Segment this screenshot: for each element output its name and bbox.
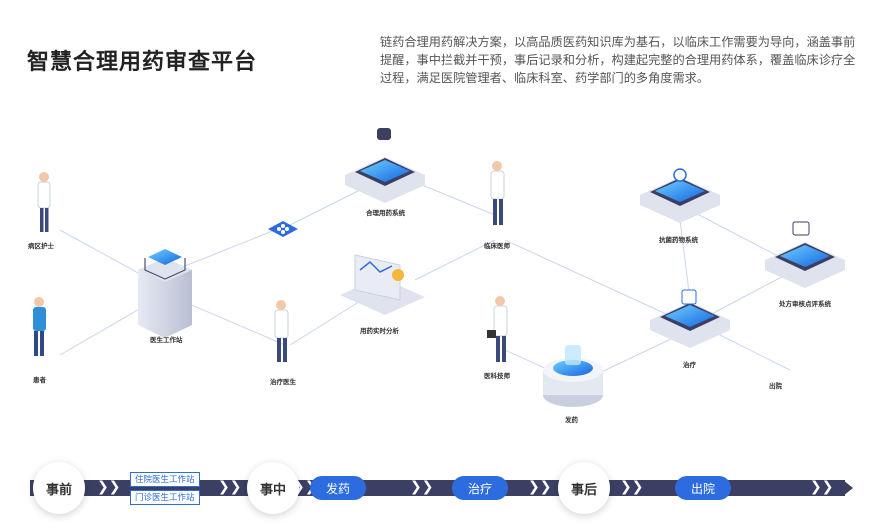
dispense-device <box>543 345 603 407</box>
chevron-icon: ❯❯ <box>810 478 834 494</box>
timeline-arrow <box>843 480 853 496</box>
workflow-diagram: 病区护士 患者 医生工作站 治疗医生 合理用药系统 <box>28 128 845 424</box>
patient-figure <box>33 297 46 356</box>
chevron-icon: ❯❯ <box>620 478 644 494</box>
rational-drug-system-device <box>345 128 425 203</box>
doctor-station-building <box>138 249 192 338</box>
label-medical-technician: 医科技师 <box>484 371 511 380</box>
treating-doctor-figure <box>274 300 289 362</box>
outpatient-station-tag[interactable]: 门诊医生工作站 <box>130 490 200 505</box>
hub-icon <box>268 221 298 237</box>
inpatient-station-tag[interactable]: 住院医生工作站 <box>130 472 200 487</box>
label-discharge: 出院 <box>769 381 783 390</box>
prescription-review-device <box>765 221 845 288</box>
label-antibiotic-system: 抗菌药物系统 <box>659 235 699 244</box>
label-rational-drug-system: 合理用药系统 <box>365 208 406 217</box>
treatment-device <box>650 289 730 348</box>
label-ward-nurse: 病区护士 <box>28 241 55 250</box>
stage-after: 事后 <box>558 462 610 514</box>
timeline-bar <box>30 480 845 496</box>
chevron-icon: ❯❯ <box>528 478 552 494</box>
label-treating-doctor: 治疗医生 <box>270 377 297 386</box>
process-timeline: ❯❯ ❯❯ ❯❯ ❯❯ ❯❯ ❯❯ ❯❯ 事前 住院医生工作站 门诊医生工作站 … <box>0 456 881 524</box>
page-title: 智慧合理用药审查平台 <box>27 49 258 74</box>
realtime-analysis-device <box>340 254 425 315</box>
label-patient: 患者 <box>33 375 47 384</box>
antibiotic-system-device <box>640 168 720 223</box>
label-prescription-review: 处方审核点评系统 <box>778 299 832 308</box>
step-discharge[interactable]: 出院 <box>675 476 731 500</box>
chevron-icon: ❯❯ <box>97 478 121 494</box>
label-realtime-analysis: 用药实时分析 <box>359 326 400 335</box>
stage-before: 事前 <box>33 462 85 514</box>
chevron-icon: ❯❯ <box>218 478 242 494</box>
label-doctor-station: 医生工作站 <box>150 335 183 344</box>
step-dispense[interactable]: 发药 <box>310 476 366 500</box>
label-dispense: 发药 <box>564 415 579 424</box>
chevron-icon: ❯❯ <box>410 478 434 494</box>
page-description: 链药合理用药解决方案，以高品质医药知识库为基石，以临床工作需要为导向，涵盖事前提… <box>380 35 856 85</box>
nurse-figure <box>37 172 51 232</box>
label-treatment: 治疗 <box>683 360 697 369</box>
stage-during: 事中 <box>247 462 299 514</box>
clinical-pharmacist-figure <box>490 161 505 225</box>
medical-technician-figure <box>487 296 508 362</box>
label-clinical-pharmacist: 临床医师 <box>484 241 511 250</box>
step-treatment[interactable]: 治疗 <box>452 476 508 500</box>
